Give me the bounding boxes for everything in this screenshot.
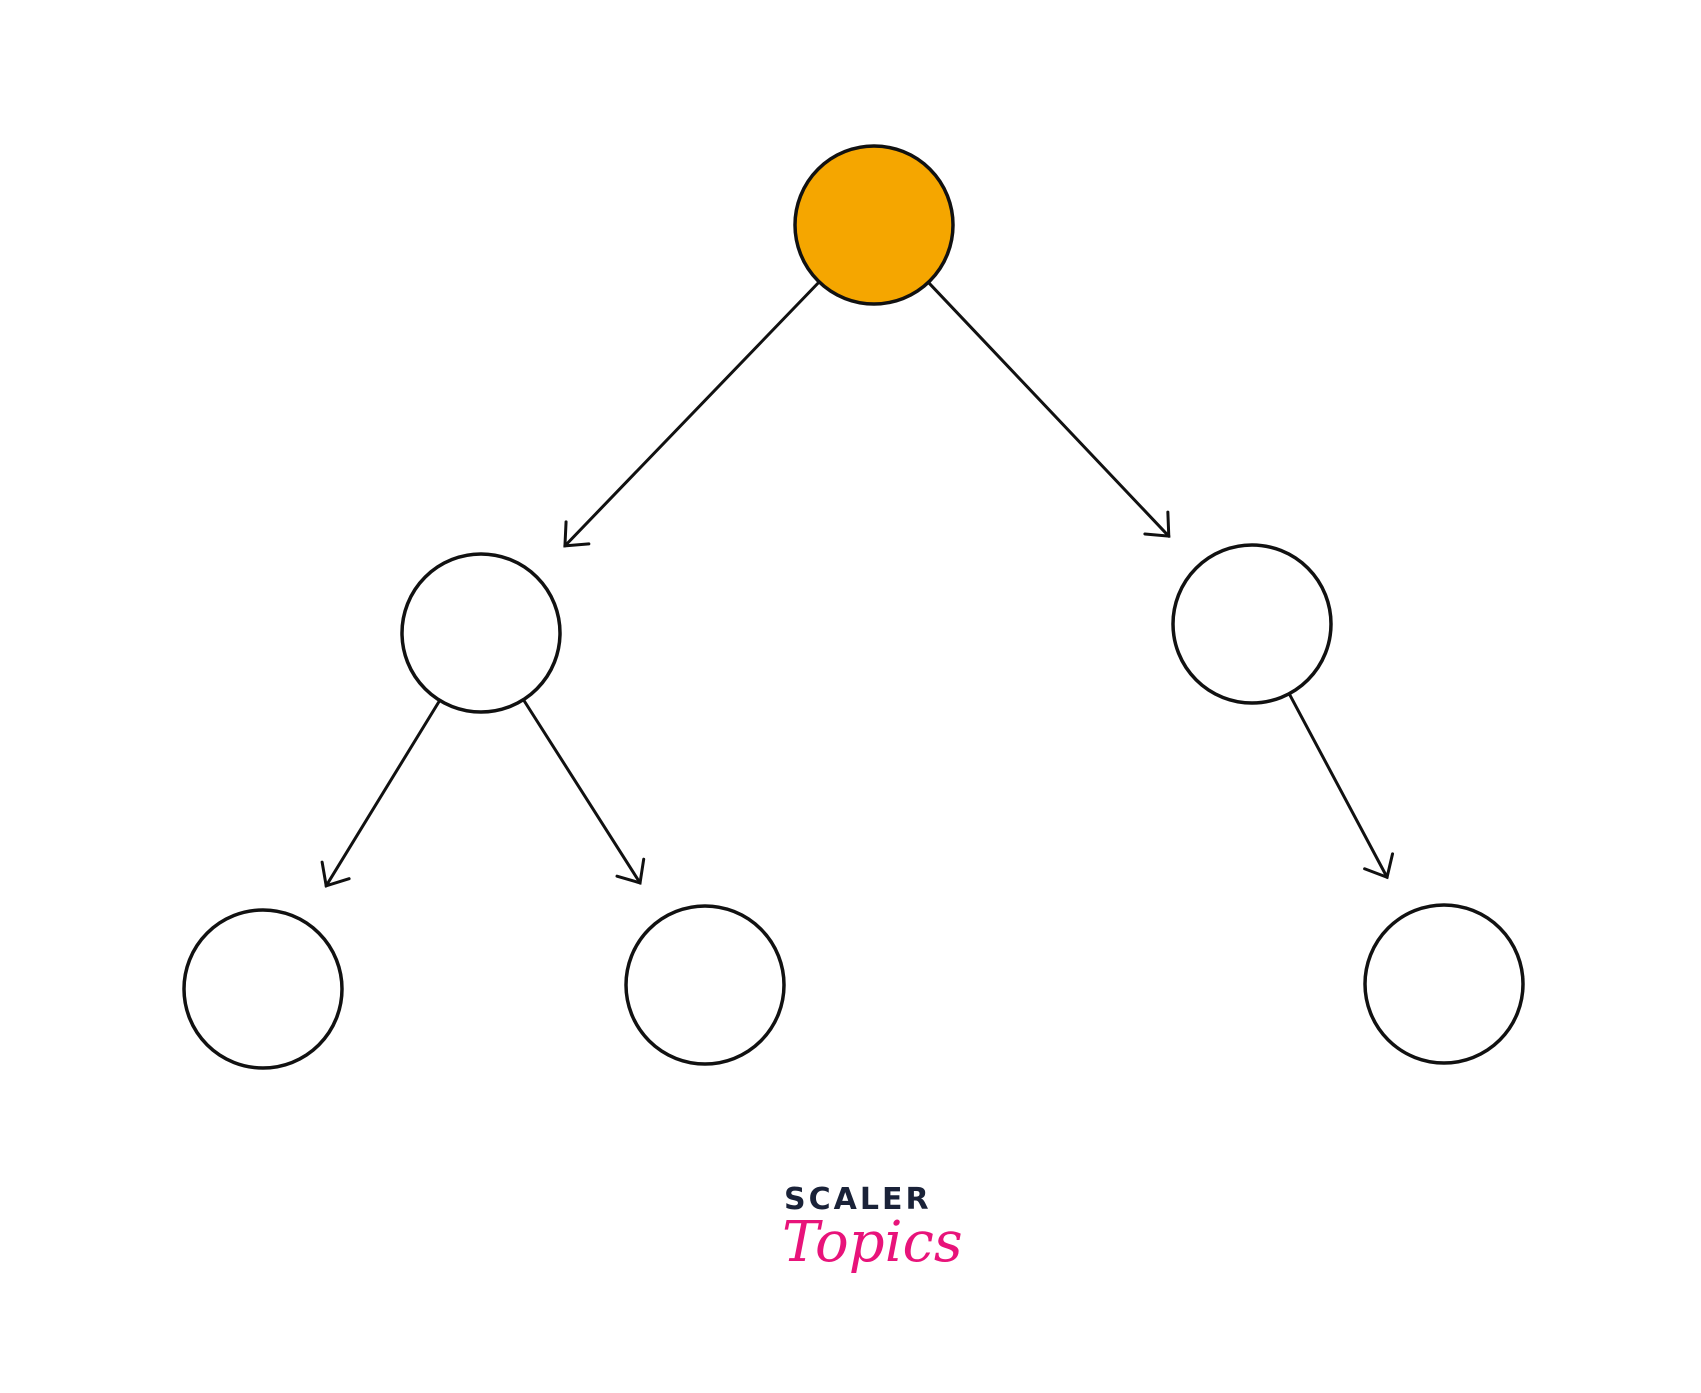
edge-arrow-left-to-left-right — [522, 698, 646, 885]
arrowhead-icon — [563, 520, 591, 548]
tree-node-right-right — [1363, 903, 1525, 1065]
edge-arrow-left-to-left-left — [320, 699, 441, 888]
edge-line — [1288, 693, 1389, 879]
edge-arrow-root-to-right — [927, 281, 1171, 538]
edge-arrow-root-to-left — [563, 281, 821, 548]
arrowhead-icon — [1363, 852, 1395, 880]
arrowhead-icon — [615, 857, 646, 885]
arrowhead-icon — [1143, 510, 1171, 538]
edge-line — [563, 281, 821, 548]
logo-brand-text: SCALER — [784, 1182, 932, 1217]
edge-line — [324, 699, 441, 888]
logo-product-text: Topics — [782, 1210, 963, 1275]
tree-node-left-right — [624, 904, 786, 1066]
nodes-layer — [182, 144, 1525, 1070]
edge-line — [522, 698, 642, 885]
tree-node-left — [400, 552, 562, 714]
edges-layer — [320, 281, 1395, 888]
tree-node-left-left — [182, 908, 344, 1070]
tree-node-root — [793, 144, 955, 306]
scaler-topics-logo: SCALER Topics — [782, 1182, 963, 1275]
arrowhead-icon — [320, 860, 351, 888]
edge-line — [927, 281, 1171, 538]
edge-arrow-right-to-right-right — [1288, 693, 1395, 880]
tree-node-right — [1171, 543, 1333, 705]
